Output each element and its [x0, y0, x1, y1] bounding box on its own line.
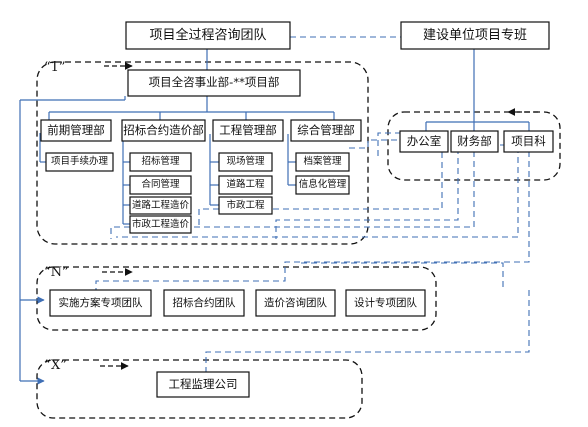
owner-node-label: 建设单位项目专班 [422, 28, 527, 43]
team-node-label: 项目全过程咨询团队 [149, 28, 267, 43]
section-node-qianqi [40, 119, 112, 142]
team-label-sheji: 设计专项团队 [354, 296, 417, 309]
item-node-zhaobiao [129, 152, 192, 172]
section-node-zhaobiao [121, 119, 206, 142]
section-label-zonghe: 综合管理部 [297, 122, 355, 137]
item-label-hetong: 合同管理 [141, 179, 180, 191]
group-x-label: “X” [44, 357, 67, 373]
team-node-shishi [49, 289, 152, 317]
section-node-zonghe [290, 119, 362, 142]
item-label-shouxu: 项目手续办理 [50, 156, 108, 168]
section-label-zhaobiao: 招标合约造价部 [123, 122, 204, 137]
owner-node [400, 21, 550, 50]
team-label-zhaobiao: 招标合约团队 [172, 296, 236, 309]
item-node-dangan [295, 152, 350, 172]
section-node-gongcheng [212, 119, 284, 142]
unit-label-xiangmuke: 项目科 [511, 133, 546, 148]
item-node-daolu-zaojia [129, 196, 192, 215]
section-label-qianqi: 前期管理部 [47, 122, 105, 137]
item-label-daolu-zaojia: 道路工程造价 [131, 199, 189, 211]
company-node-jianli [156, 371, 250, 398]
team-label-zaojia: 造价咨询团队 [264, 296, 327, 309]
group-n-label: “N” [44, 264, 69, 280]
item-node-xianchang [218, 152, 273, 172]
item-node-daolu [218, 175, 273, 195]
item-node-shouxu [45, 152, 114, 172]
unit-node-bangongshi [399, 130, 449, 153]
dept-node [127, 69, 301, 97]
unit-label-caiwu: 财务部 [457, 133, 492, 148]
dept-node-label: 项目全咨事业部-**项目部 [148, 75, 280, 90]
team-node-zaojia [255, 289, 336, 317]
unit-node-xiangmuke [503, 130, 554, 153]
item-label-daolu: 道路工程 [226, 179, 265, 191]
section-label-gongcheng: 工程管理部 [219, 122, 277, 137]
item-node-shizheng-zaojia [129, 215, 192, 234]
item-node-hetong [129, 175, 192, 195]
item-label-xianchang: 现场管理 [226, 156, 265, 168]
unit-label-bangongshi: 办公室 [406, 133, 442, 148]
group-1-container [36, 61, 369, 245]
item-node-shizheng [218, 196, 273, 215]
item-label-shizheng-zaojia: 市政工程造价 [131, 218, 189, 230]
group-x-container [36, 359, 363, 419]
team-node-sheji [345, 289, 426, 317]
team-node-zhaobiao [163, 289, 245, 317]
item-label-dangan: 档案管理 [303, 156, 342, 168]
team-label-shishi: 实施方案专项团队 [58, 296, 143, 309]
group-1-label: “1” [44, 59, 66, 75]
company-label-jianli: 工程监理公司 [168, 376, 238, 391]
unit-node-caiwu [450, 130, 499, 153]
item-node-xinxihua [295, 175, 350, 195]
item-label-xinxihua: 信息化管理 [298, 179, 347, 191]
group-n-container [36, 266, 437, 331]
team-node [125, 21, 291, 50]
item-label-zhaobiao: 招标管理 [141, 156, 180, 168]
item-label-shizheng: 市政工程 [226, 199, 265, 211]
